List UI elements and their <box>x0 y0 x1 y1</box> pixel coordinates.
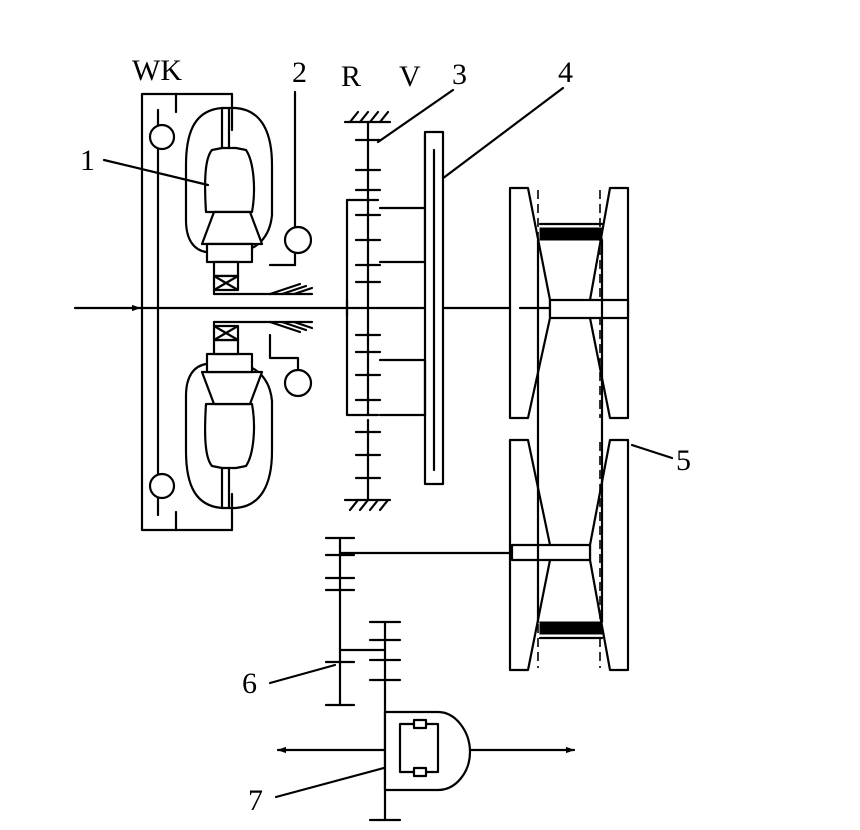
label-v: V <box>399 60 421 93</box>
label-5: 5 <box>676 444 691 477</box>
clutch-carrier <box>378 130 445 486</box>
label-6: 6 <box>242 667 257 700</box>
wk-circle-bottom <box>148 472 176 500</box>
label-1: 1 <box>80 144 95 177</box>
lockup-clutch-wk <box>140 92 234 532</box>
cvt-belt <box>536 238 604 624</box>
pump-circle-bottom <box>283 368 313 398</box>
leader-4 <box>428 86 565 190</box>
label-2: 2 <box>292 56 307 89</box>
leader-6 <box>268 663 337 685</box>
leader-3 <box>376 88 455 144</box>
torque-converter-bottom <box>184 320 314 510</box>
cvt-pulley-upper <box>508 186 630 420</box>
label-7: 7 <box>248 784 263 817</box>
differential <box>276 710 576 822</box>
planetary-gear-set <box>343 110 392 512</box>
label-3: 3 <box>452 58 467 91</box>
leader-lines <box>102 86 674 799</box>
oil-pump <box>268 225 313 398</box>
pump-circle-top <box>283 225 313 255</box>
leader-1 <box>102 158 210 187</box>
label-wk: WK <box>132 54 182 87</box>
wk-circle-top <box>148 123 176 151</box>
reduction-gears <box>324 536 514 717</box>
leader-5 <box>630 443 674 460</box>
torque-converter-top <box>184 106 314 296</box>
cvt-pulley-lower <box>508 438 630 672</box>
label-4: 4 <box>558 56 573 89</box>
label-r: R <box>341 60 361 93</box>
